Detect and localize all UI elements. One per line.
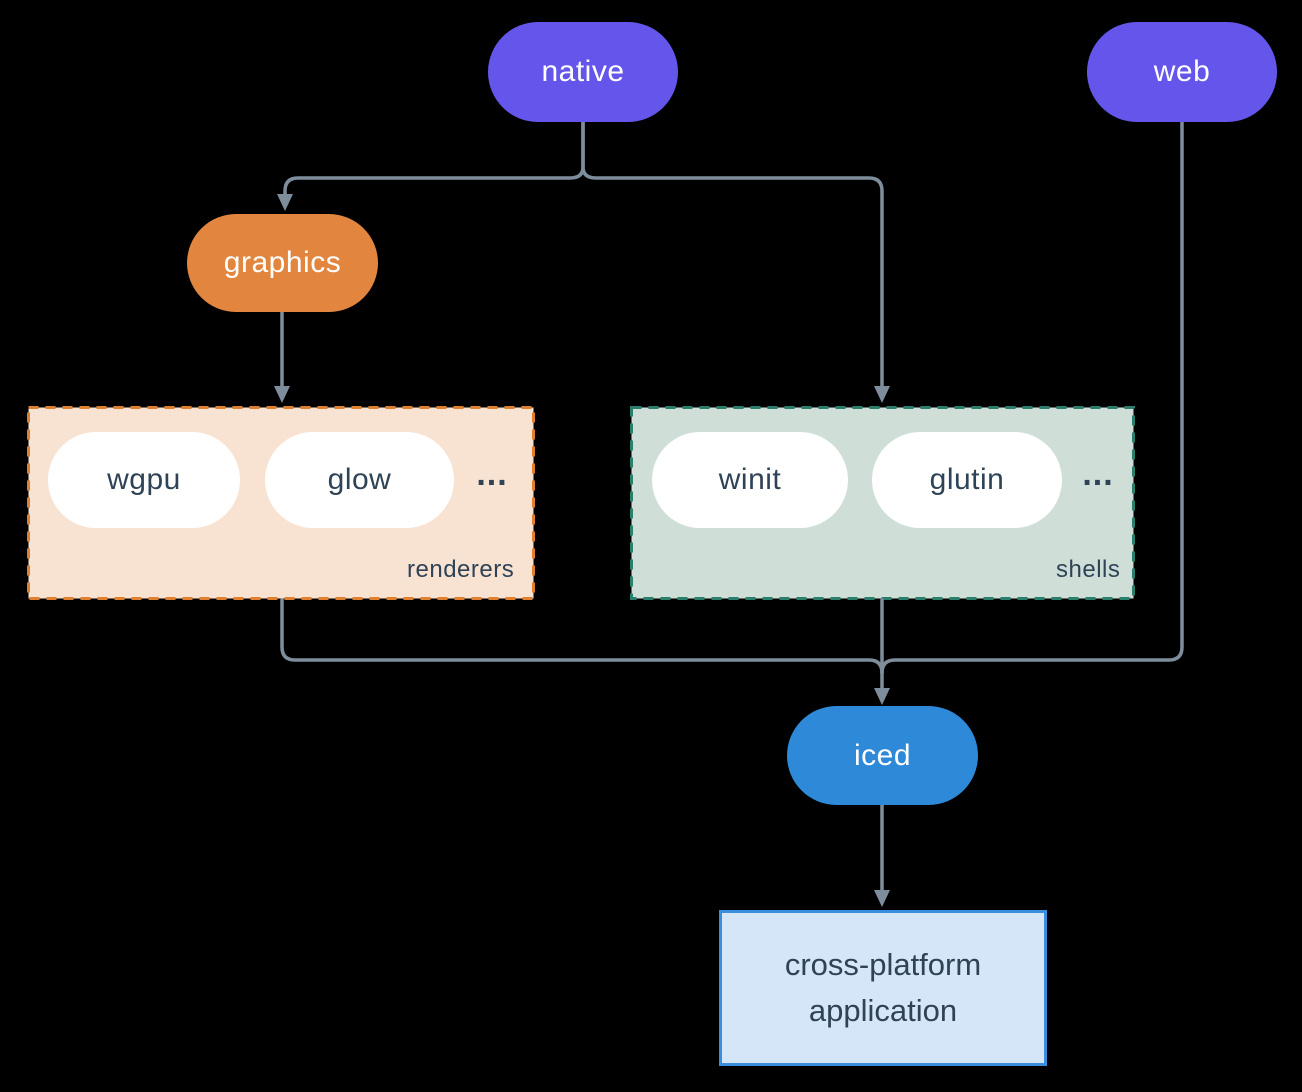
node-web: web (1087, 22, 1277, 122)
arrowhead-to-iced (874, 688, 890, 705)
edge-native-to-graphics (283, 120, 585, 198)
arrowhead-to-shells (874, 386, 890, 403)
node-wgpu: wgpu (48, 432, 240, 528)
edge-renderers-to-iced (280, 598, 884, 675)
node-glow: glow (265, 432, 454, 528)
renderers-ellipsis: ... (476, 454, 508, 493)
node-cross-platform-application: cross-platform application (719, 910, 1047, 1066)
edge-native-to-shells (581, 120, 884, 390)
node-iced: iced (787, 706, 978, 805)
node-winit: winit (652, 432, 848, 528)
node-glutin: glutin (872, 432, 1062, 528)
arrowhead-to-graphics (277, 194, 293, 211)
node-graphics: graphics (187, 214, 378, 312)
renderers-group-label: renderers (407, 556, 515, 583)
application-label-line2: application (808, 993, 958, 1028)
application-label-line1: cross-platform (784, 946, 982, 982)
shells-group-label: shells (1056, 556, 1121, 583)
arrowhead-to-application (874, 890, 890, 907)
node-native: native (488, 22, 678, 122)
arrowhead-to-renderers (274, 386, 290, 403)
shells-ellipsis: ... (1082, 454, 1114, 493)
